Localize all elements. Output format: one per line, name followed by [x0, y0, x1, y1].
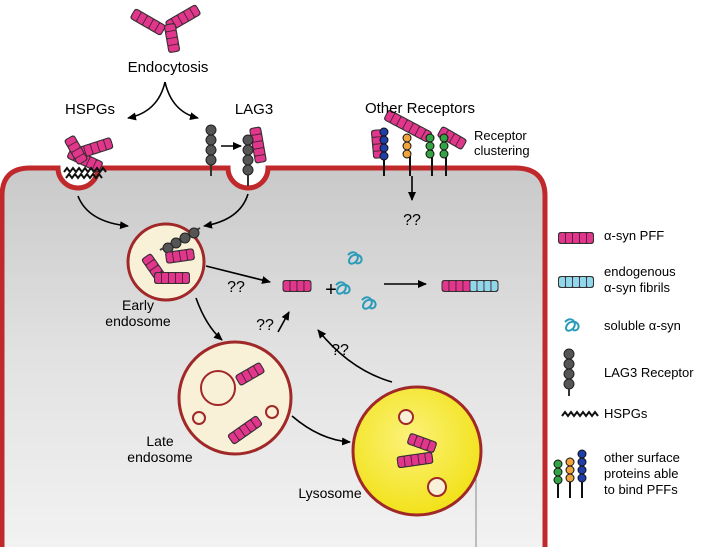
soluble-asyn-1	[347, 251, 363, 265]
early-endosome	[126, 222, 206, 302]
label-lysosome: Lysosome	[298, 485, 362, 501]
label-receptor-clustering-1: Receptor	[474, 128, 527, 143]
pff-fibril	[154, 272, 190, 284]
pff-fibril	[130, 8, 166, 36]
arrow-early-late	[195, 297, 223, 341]
soluble-asyn-3	[361, 296, 377, 310]
legend-pff-label: α-syn PFF	[604, 228, 664, 243]
label-endocytosis: Endocytosis	[128, 59, 209, 76]
pff-fibril	[165, 248, 195, 264]
soluble-asyn-2	[335, 281, 351, 295]
label-late-endosome-1: Late	[146, 433, 173, 449]
arrow-lysosome-release	[317, 329, 393, 383]
label-unknown-early: ??	[227, 279, 245, 296]
label-unknown-lysosome: ??	[331, 342, 349, 359]
diagram-labels: Endocytosis HSPGs LAG3 Other Receptors R…	[65, 59, 530, 501]
legend-endogenous-label-2: α-syn fibrils	[604, 280, 671, 295]
arrow-endocytosis-lag3	[164, 81, 199, 121]
label-late-endosome-2: endosome	[127, 449, 193, 465]
other-receptors-cluster	[379, 127, 449, 176]
label-plus: +	[325, 279, 337, 301]
arrow-endocytosis-hspgs	[127, 81, 166, 121]
arrow-late-lysosome	[291, 415, 351, 446]
label-early-endosome-1: Early	[122, 297, 154, 313]
label-hspgs: HSPGs	[65, 101, 115, 118]
pff-fibril	[407, 433, 437, 453]
legend: α-syn PFF endogenous α-syn fibrils solub…	[604, 228, 694, 497]
fibril-top-layer	[141, 248, 437, 469]
legend-lag3-label: LAG3 Receptor	[604, 365, 694, 380]
pff-fibril	[235, 362, 265, 386]
legend-hspgs-label: HSPGs	[604, 406, 648, 421]
arrow-late-release	[277, 311, 290, 333]
label-early-endosome-2: endosome	[105, 313, 171, 329]
legend-hspgs-glyph	[561, 410, 599, 418]
legend-other-proteins-glyph	[553, 449, 587, 498]
pff-fibril-released	[282, 280, 312, 292]
label-lag3: LAG3	[235, 101, 273, 118]
lysosome	[351, 385, 483, 517]
label-other-receptors: Other Receptors	[365, 100, 475, 117]
legend-other-label-1: other surface	[604, 450, 680, 465]
label-receptor-clustering-2: clustering	[474, 143, 530, 158]
pff-fibril	[396, 451, 434, 469]
lag3-receptor-in-pit	[242, 134, 254, 186]
seeded-fibril	[441, 280, 499, 292]
hspgs-in-pit	[63, 166, 107, 180]
label-unknown-late: ??	[256, 317, 274, 334]
pff-fibril	[164, 23, 180, 53]
legend-endogenous-label-1: endogenous	[604, 264, 676, 279]
legend-lag3-glyph	[563, 348, 575, 396]
pff-fibril	[249, 126, 267, 164]
legend-soluble-asyn-glyph	[564, 318, 580, 332]
arrows	[77, 81, 427, 446]
legend-soluble-label: soluble α-syn	[604, 318, 681, 333]
arrow-early-release	[205, 265, 271, 284]
legend-other-label-3: to bind PFFs	[604, 482, 678, 497]
soluble-asyn-group	[335, 251, 580, 332]
legend-pff-glyph	[558, 232, 594, 244]
pff-fibril	[64, 135, 88, 165]
legend-other-label-2: proteins able	[604, 466, 678, 481]
lag3-receptor-surface	[205, 124, 217, 176]
arrow-lag3-early	[203, 193, 249, 229]
pff-fibril	[227, 415, 263, 445]
lag3-receptor-endosome	[159, 227, 201, 254]
arrow-hspg-early	[77, 195, 129, 230]
label-unknown-clustering: ??	[403, 212, 421, 229]
legend-endogenous-glyph	[558, 276, 594, 288]
